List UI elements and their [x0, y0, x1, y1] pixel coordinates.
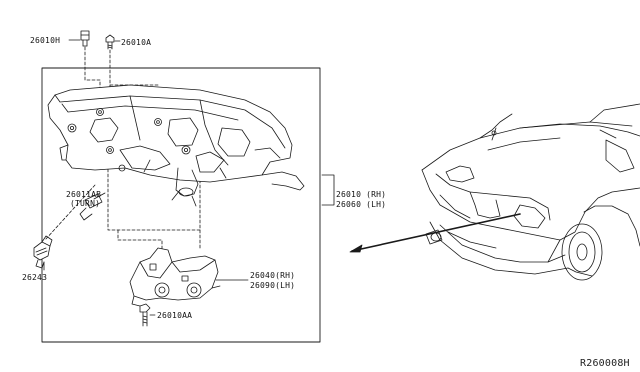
headlamp-bracket	[129, 247, 221, 307]
screw-26010AA-icon	[139, 303, 156, 327]
callout-26010-rh: 26010 (RH)	[336, 190, 387, 199]
diagram-code: R260008H	[580, 358, 630, 369]
bulb-26243-icon	[33, 235, 53, 269]
headlamp-housing	[47, 84, 305, 207]
callout-26010H: 26010H	[30, 36, 61, 45]
callout-26243: 26243	[22, 273, 48, 282]
turn-bulb-icon	[79, 192, 106, 221]
callout-turn: (TURN)	[70, 199, 101, 208]
callout-26060-lh: 26060 (LH)	[336, 200, 387, 209]
screw-26010A-icon	[105, 34, 121, 50]
callout-26090-lh: 26090(LH)	[250, 281, 296, 290]
vehicle-front-view	[421, 103, 640, 281]
callout-26010AA: 26010AA	[157, 311, 193, 320]
callout-26040-rh: 26040(RH)	[250, 271, 296, 280]
callout-26010A: 26010A	[121, 38, 152, 47]
screw-26010H-icon	[68, 30, 90, 47]
leader-26010-rh-lh	[321, 174, 335, 206]
callout-26011AB: 26011AB	[66, 190, 102, 199]
assembly-frame	[41, 67, 321, 343]
location-arrow	[349, 213, 521, 253]
